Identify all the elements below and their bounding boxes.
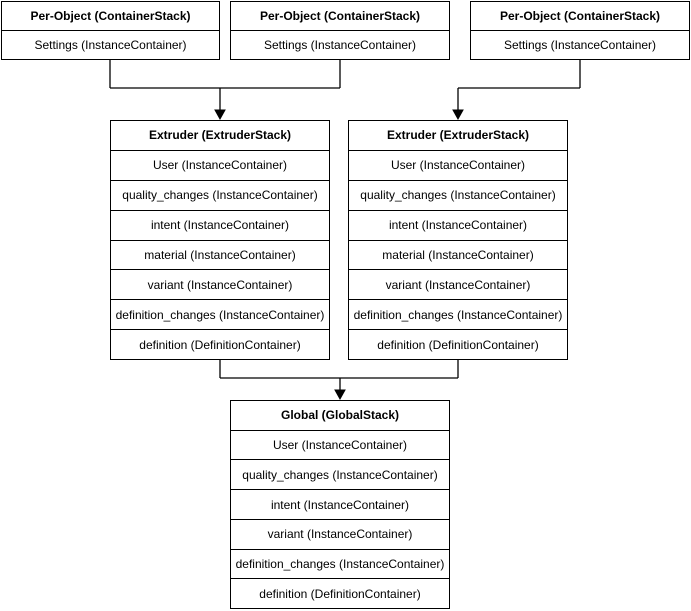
global-stack: Global (GlobalStack) User (InstanceConta… bbox=[230, 400, 450, 609]
extruder-stack-1-row-material: material (InstanceContainer) bbox=[111, 239, 329, 270]
extruder-stack-1: Extruder (ExtruderStack) User (InstanceC… bbox=[110, 120, 330, 360]
extruder-stack-2-title: Extruder (ExtruderStack) bbox=[386, 128, 530, 143]
extruder-stack-2-row-quality-changes: quality_changes (InstanceContainer) bbox=[349, 179, 567, 210]
extruder-stack-2-row-intent: intent (InstanceContainer) bbox=[349, 209, 567, 240]
extruder-stack-1-row-definition-changes: definition_changes (InstanceContainer) bbox=[111, 299, 329, 329]
extruder-stack-1-row-variant: variant (InstanceContainer) bbox=[111, 269, 329, 299]
extruder-stack-1-row-user: User (InstanceContainer) bbox=[111, 149, 329, 180]
per-object-stack-2-row-settings: Settings (InstanceContainer) bbox=[231, 30, 449, 59]
extruder-stack-1-row-definition: definition (DefinitionContainer) bbox=[111, 329, 329, 359]
global-stack-row-user: User (InstanceContainer) bbox=[231, 429, 449, 460]
per-object-stack-2-title: Per-Object (ContainerStack) bbox=[259, 9, 421, 23]
per-object-stack-3: Per-Object (ContainerStack) Settings (In… bbox=[470, 1, 690, 60]
arrowhead-extruder2 bbox=[452, 109, 464, 121]
connector-perobject3-to-extruder2 bbox=[457, 60, 581, 110]
per-object-stack-2: Per-Object (ContainerStack) Settings (In… bbox=[230, 1, 450, 60]
per-object-stack-1-row-settings: Settings (InstanceContainer) bbox=[2, 30, 219, 59]
extruder-stack-2-row-definition: definition (DefinitionContainer) bbox=[349, 329, 567, 359]
extruder-stack-1-row-intent: intent (InstanceContainer) bbox=[111, 209, 329, 240]
extruder-stack-2: Extruder (ExtruderStack) User (InstanceC… bbox=[348, 120, 568, 360]
connector-extruders-to-global bbox=[219, 360, 459, 390]
connector-perobject-to-extruder1 bbox=[109, 60, 341, 110]
global-stack-row-intent: intent (InstanceContainer) bbox=[231, 489, 449, 519]
global-stack-row-quality-changes: quality_changes (InstanceContainer) bbox=[231, 459, 449, 489]
extruder-stack-1-row-quality-changes: quality_changes (InstanceContainer) bbox=[111, 179, 329, 210]
global-stack-row-variant: variant (InstanceContainer) bbox=[231, 518, 449, 549]
per-object-stack-1: Per-Object (ContainerStack) Settings (In… bbox=[1, 1, 220, 60]
arrowhead-global bbox=[334, 389, 346, 401]
global-stack-row-definition: definition (DefinitionContainer) bbox=[231, 578, 449, 608]
per-object-stack-3-row-settings: Settings (InstanceContainer) bbox=[471, 30, 689, 59]
per-object-stack-3-title: Per-Object (ContainerStack) bbox=[499, 9, 661, 23]
extruder-stack-1-title: Extruder (ExtruderStack) bbox=[148, 128, 292, 143]
arrowhead-extruder1 bbox=[214, 109, 226, 121]
extruder-stack-2-row-definition-changes: definition_changes (InstanceContainer) bbox=[349, 299, 567, 329]
extruder-stack-2-row-variant: variant (InstanceContainer) bbox=[349, 269, 567, 299]
extruder-stack-2-row-user: User (InstanceContainer) bbox=[349, 149, 567, 180]
per-object-stack-1-title: Per-Object (ContainerStack) bbox=[30, 9, 191, 23]
global-stack-title: Global (GlobalStack) bbox=[280, 408, 400, 423]
extruder-stack-2-row-material: material (InstanceContainer) bbox=[349, 239, 567, 270]
global-stack-row-definition-changes: definition_changes (InstanceContainer) bbox=[231, 548, 449, 579]
